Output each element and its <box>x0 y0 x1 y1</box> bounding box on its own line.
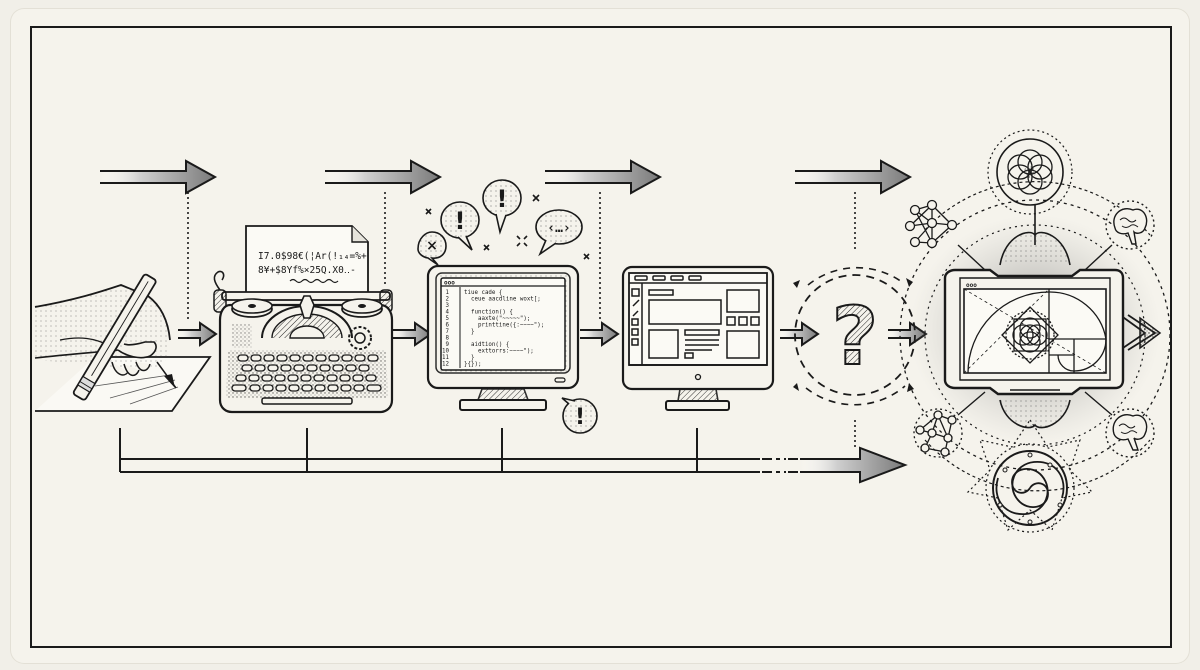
typed-line-2: 8¥+$8Yf%×25Q.X0‥- <box>258 265 356 276</box>
svg-text:×: × <box>426 238 438 254</box>
svg-text:aidtion() {: aidtion() { <box>464 342 509 348</box>
timeline <box>119 428 908 484</box>
brain-icon <box>1105 408 1155 458</box>
svg-text:?: ? <box>832 290 878 383</box>
warning-bubble-icon: ! <box>482 179 522 235</box>
svg-text:12: 12 <box>442 362 449 368</box>
svg-text:!: ! <box>497 185 508 213</box>
mid-arrow-4 <box>779 322 819 346</box>
svg-text:6: 6 <box>446 323 450 329</box>
brain-icon <box>1105 200 1155 250</box>
top-arrow-4 <box>794 160 911 194</box>
window-controls: ooo <box>966 282 977 289</box>
svg-text:2: 2 <box>446 297 450 303</box>
code-bubble-icon: ‹…› <box>535 209 583 257</box>
top-arrow-1 <box>99 160 216 194</box>
svg-text:}: } <box>464 329 474 335</box>
warning-bubble-icon: ! <box>561 397 598 434</box>
svg-text:11: 11 <box>442 355 449 361</box>
svg-text:5: 5 <box>446 316 450 322</box>
svg-text:4: 4 <box>446 310 450 316</box>
svg-text:}{});: }{}); <box>464 362 481 368</box>
svg-text:}: } <box>464 355 474 361</box>
svg-text:8: 8 <box>446 336 450 342</box>
gui-monitor-icon <box>621 265 775 411</box>
mid-arrow-3 <box>579 322 619 346</box>
typed-line-1: I7.0$98€(¦Ar(!₁₄=%+ <box>258 251 367 262</box>
typewriter-icon: I7.0$98€(¦Ar(!₁₄=%+ 8¥+$8Yf%×25Q.X0‥- <box>213 225 394 414</box>
svg-text:3: 3 <box>446 303 450 309</box>
mid-arrow-1 <box>177 322 217 346</box>
galaxy-spiral-icon <box>966 418 1094 533</box>
scatter-x-marks <box>425 194 590 260</box>
golden-ratio-spiral <box>963 288 1107 374</box>
svg-text:exttorrs:~~~~");: exttorrs:~~~~"); <box>464 349 534 355</box>
top-arrow-2 <box>324 160 441 194</box>
future-display-icon: ooo <box>899 129 1171 533</box>
flower-of-life-icon <box>987 129 1073 215</box>
top-arrow-3 <box>544 160 661 194</box>
pencil-hand-icon <box>34 273 212 412</box>
mid-arrow-2 <box>392 322 432 346</box>
dotted-connectors <box>187 192 856 450</box>
svg-text:aaxte("~~~~~");: aaxte("~~~~~"); <box>464 316 530 322</box>
svg-text:!: ! <box>575 405 585 430</box>
svg-text:printtine({:~~~~");: printtine({:~~~~"); <box>464 323 544 329</box>
border-frame <box>30 26 1172 648</box>
question-mark-icon: ? <box>793 266 916 406</box>
typewriter-keys <box>231 354 382 392</box>
error-bubble-icon: × <box>417 231 447 266</box>
svg-text:tiue cade {: tiue cade { <box>464 290 502 296</box>
svg-text:!: ! <box>455 207 466 235</box>
svg-text:‹…›: ‹…› <box>547 221 570 236</box>
warning-bubble-icon: ! <box>440 201 480 251</box>
window-controls: ooo <box>444 280 455 287</box>
neural-network-icon <box>913 408 963 458</box>
svg-text:function() {: function() { <box>464 310 513 316</box>
svg-text:9: 9 <box>446 342 450 348</box>
neural-network-icon <box>904 199 958 249</box>
svg-text:10: 10 <box>442 349 449 355</box>
svg-text:ceue aacdline woxt[;: ceue aacdline woxt[; <box>464 297 541 303</box>
speech-bubbles: × ! ! ‹…› ! <box>417 179 598 434</box>
svg-text:7: 7 <box>446 329 450 335</box>
svg-text:1: 1 <box>446 290 450 296</box>
